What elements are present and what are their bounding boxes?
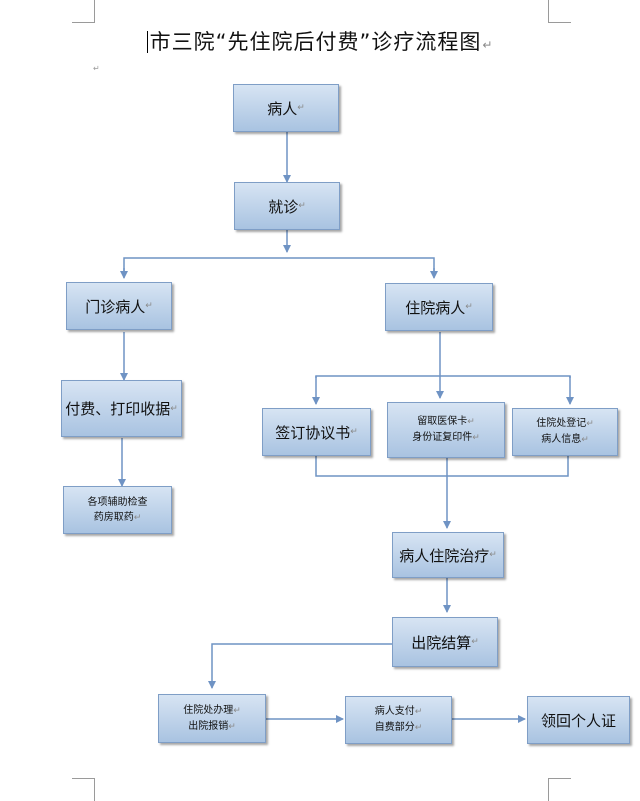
paragraph-mark-icon: ↵ bbox=[93, 64, 100, 73]
node-self-pay-line-2: 自费部分 bbox=[374, 722, 415, 733]
page-corner-mark-top-right bbox=[548, 0, 571, 23]
paragraph-mark-icon: ↵ bbox=[471, 637, 479, 647]
node-register-info: 住院处登记↵ 病人信息↵ bbox=[512, 408, 618, 456]
arrow-discharge-to-reimburse bbox=[208, 643, 392, 689]
paragraph-mark-icon: ↵ bbox=[465, 302, 473, 312]
paragraph-mark-icon: ↵ bbox=[145, 301, 153, 311]
paragraph-mark-icon: ↵ bbox=[472, 433, 480, 443]
node-insurance-copy-line-1: 留取医保卡 bbox=[417, 416, 468, 427]
page-corner-mark-top-left bbox=[72, 0, 95, 23]
node-pay-print-label: 付费、打印收据 bbox=[65, 400, 171, 418]
node-inpatient-label: 住院病人 bbox=[405, 298, 466, 317]
paragraph-mark-icon: ↵ bbox=[467, 417, 475, 427]
node-outpatient-label: 门诊病人 bbox=[85, 297, 146, 316]
paragraph-mark-icon: ↵ bbox=[489, 550, 497, 560]
node-patient: 病人↵ bbox=[233, 84, 339, 132]
node-treatment: 病人住院治疗↵ bbox=[392, 532, 504, 578]
paragraph-mark-icon: ↵ bbox=[170, 403, 178, 414]
paragraph-mark-icon: ↵ bbox=[414, 723, 423, 733]
node-exams: 各项辅助检查 药房取药↵ bbox=[63, 486, 172, 534]
node-exams-line-1: 各项辅助检查 bbox=[87, 496, 148, 508]
node-self-pay: 病人支付↵ 自费部分↵ bbox=[345, 696, 452, 744]
paragraph-mark-icon: ↵ bbox=[228, 721, 236, 732]
node-treatment-label: 病人住院治疗 bbox=[399, 546, 490, 565]
node-register-info-line-1: 住院处登记 bbox=[536, 418, 587, 429]
node-sign-agreement-label: 签订协议书 bbox=[275, 423, 351, 442]
split-line-outpatient-inpatient bbox=[123, 257, 435, 276]
node-register-info-line-2: 病人信息 bbox=[541, 434, 582, 445]
node-sign-agreement: 签订协议书↵ bbox=[262, 408, 371, 456]
node-exams-line-2: 药房取药 bbox=[93, 511, 134, 523]
title-text: 市三院“先住院后付费”诊疗流程图 bbox=[149, 30, 482, 54]
node-consult-label: 就诊 bbox=[268, 197, 299, 216]
paragraph-mark-icon: ↵ bbox=[133, 512, 142, 523]
node-insurance-copy: 留取医保卡↵ 身份证复印件↵ bbox=[387, 402, 505, 458]
paragraph-mark-icon: ↵ bbox=[233, 705, 241, 716]
node-certificate: 领回个人证 bbox=[527, 696, 630, 744]
node-self-pay-line-1: 病人支付 bbox=[374, 706, 415, 717]
node-inpatient: 住院病人↵ bbox=[385, 283, 493, 331]
node-outpatient: 门诊病人↵ bbox=[66, 282, 172, 330]
page-title: 市三院“先住院后付费”诊疗流程图↵ bbox=[0, 26, 640, 56]
node-discharge-label: 出院结算 bbox=[411, 633, 472, 652]
node-reimburse-line-2: 出院报销 bbox=[188, 720, 229, 732]
merge-line-inpatient-branches bbox=[315, 456, 569, 477]
page-corner-mark-bottom-right bbox=[548, 778, 571, 801]
paragraph-mark-icon: ↵ bbox=[298, 201, 306, 211]
node-insurance-copy-line-2: 身份证复印件 bbox=[412, 432, 473, 443]
text-cursor bbox=[146, 31, 148, 53]
split-line-inpatient-branches bbox=[315, 375, 571, 378]
paragraph-mark-icon: ↵ bbox=[581, 435, 589, 445]
paragraph-mark-icon: ↵ bbox=[297, 103, 305, 113]
page-corner-mark-bottom-left bbox=[72, 778, 95, 801]
paragraph-mark-icon: ↵ bbox=[586, 419, 594, 429]
node-certificate-label: 领回个人证 bbox=[540, 711, 616, 730]
node-pay-print: 付费、打印收据↵ bbox=[61, 380, 182, 437]
node-reimburse-line-1: 住院处办理 bbox=[183, 704, 234, 716]
paragraph-mark-icon: ↵ bbox=[482, 38, 494, 52]
node-reimburse: 住院处办理↵ 出院报销↵ bbox=[158, 694, 266, 743]
node-consult: 就诊↵ bbox=[234, 182, 340, 230]
paragraph-mark-icon: ↵ bbox=[350, 427, 358, 437]
node-discharge: 出院结算↵ bbox=[392, 617, 498, 667]
paragraph-mark-icon: ↵ bbox=[414, 707, 423, 717]
node-patient-label: 病人 bbox=[267, 99, 298, 118]
